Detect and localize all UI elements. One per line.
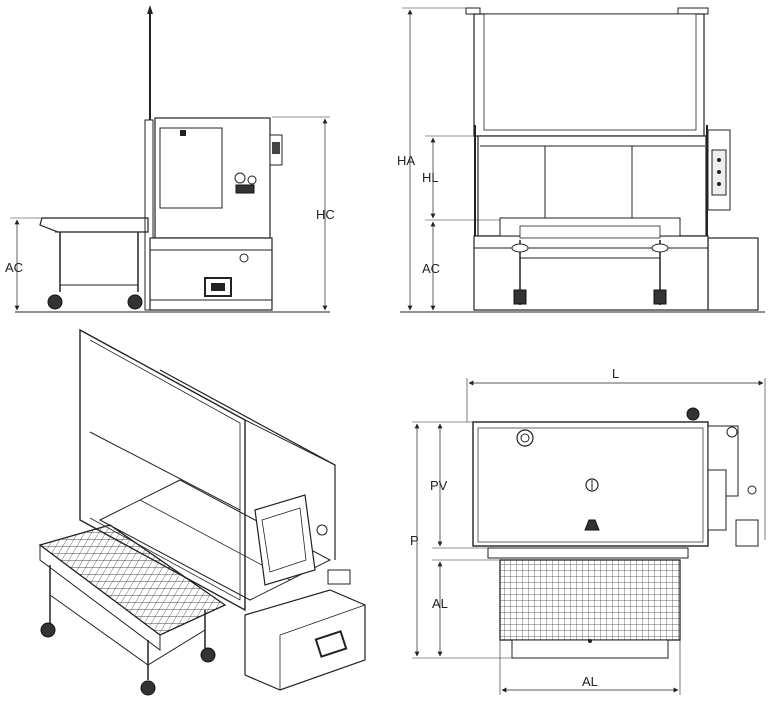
side-hc-label: HC — [316, 207, 335, 222]
side-ac-label: AC — [5, 260, 23, 275]
front-ac-label: AC — [422, 261, 440, 276]
front-view: HA HL AC — [397, 7, 765, 313]
front-hl-label: HL — [422, 170, 439, 185]
top-pv-label: PV — [430, 478, 448, 493]
top-al-vertical-label: AL — [432, 596, 448, 611]
top-p-label: P — [410, 533, 419, 548]
top-l-label: L — [612, 366, 619, 381]
isometric-view — [38, 328, 366, 696]
top-view: L PV P AL AL — [410, 366, 766, 695]
side-view: AC HC — [5, 5, 335, 313]
top-al-horizontal-label: AL — [582, 674, 598, 689]
front-ha-label: HA — [397, 153, 415, 168]
